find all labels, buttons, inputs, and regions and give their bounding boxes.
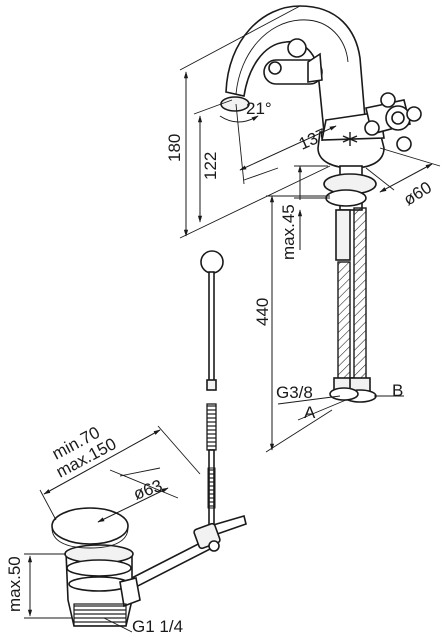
- pull-rod: [200, 250, 224, 531]
- drain-lever: [118, 514, 247, 594]
- hose-nut-left: [335, 209, 351, 261]
- label-height-total: 180: [165, 134, 184, 162]
- label-hose-length: 440: [253, 298, 272, 326]
- center-mark: [342, 132, 358, 146]
- drain-thread-section: [73, 603, 127, 627]
- rod-upper: [208, 271, 215, 383]
- label-hose-a: A: [304, 403, 316, 422]
- label-base-diameter: ø60: [400, 178, 435, 210]
- cross-handle: [364, 92, 422, 152]
- label-deck-thickness: max.45: [279, 204, 298, 260]
- spout-contour: [235, 19, 349, 95]
- label-drain-diameter: ø63: [131, 476, 165, 504]
- label-height-spout: 122: [201, 152, 220, 180]
- rear-handle: [263, 38, 323, 85]
- label-connection: G3/8: [276, 383, 313, 402]
- drain-drawing: [51, 507, 247, 627]
- rod-knob: [200, 250, 224, 274]
- hose-b: [353, 207, 367, 383]
- drain-side-outlet: [119, 577, 141, 608]
- label-drain-height: max.50: [5, 556, 24, 612]
- spout: [225, 5, 367, 133]
- drain-dimensions: [24, 425, 201, 633]
- rod-thread: [207, 467, 216, 509]
- hose-fittings: [329, 377, 377, 403]
- aerator: [220, 96, 250, 112]
- washer: [325, 189, 367, 207]
- label-spout-angle: 21°: [246, 99, 272, 118]
- rod-coupling: [206, 403, 217, 451]
- mixer-dimensions: [179, 5, 441, 453]
- label-drain-thread: G1 1/4: [132, 617, 183, 636]
- hose-a: [337, 261, 351, 383]
- label-hose-b: B: [392, 381, 403, 400]
